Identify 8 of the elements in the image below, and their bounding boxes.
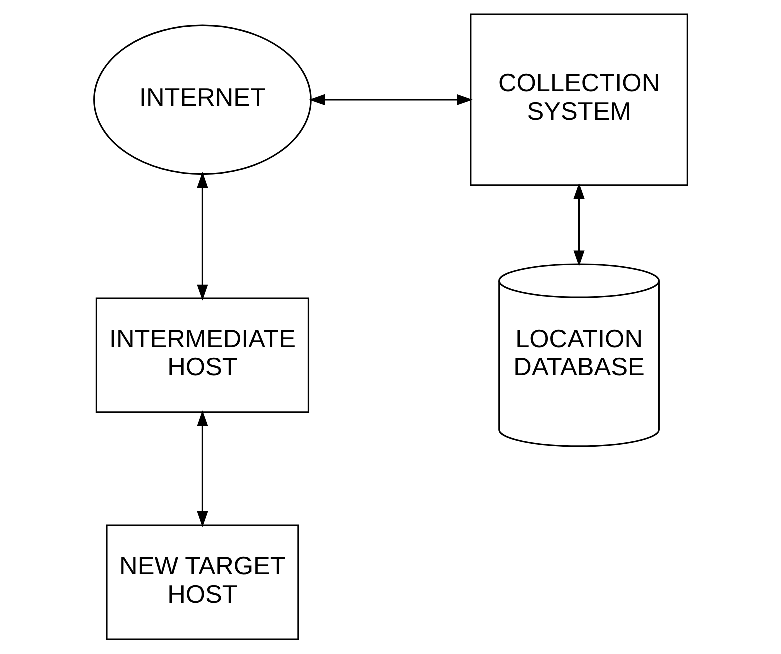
node-box: INTERMEDIATE HOST <box>95 298 310 414</box>
arrow <box>196 410 208 528</box>
node-ellipse: INTERNET <box>93 24 312 176</box>
arrow <box>308 94 472 106</box>
arrow <box>573 183 584 267</box>
arrow <box>196 172 208 301</box>
node-box: COLLECTION SYSTEM <box>470 14 688 186</box>
node-box: NEW TARGET HOST <box>106 524 299 640</box>
